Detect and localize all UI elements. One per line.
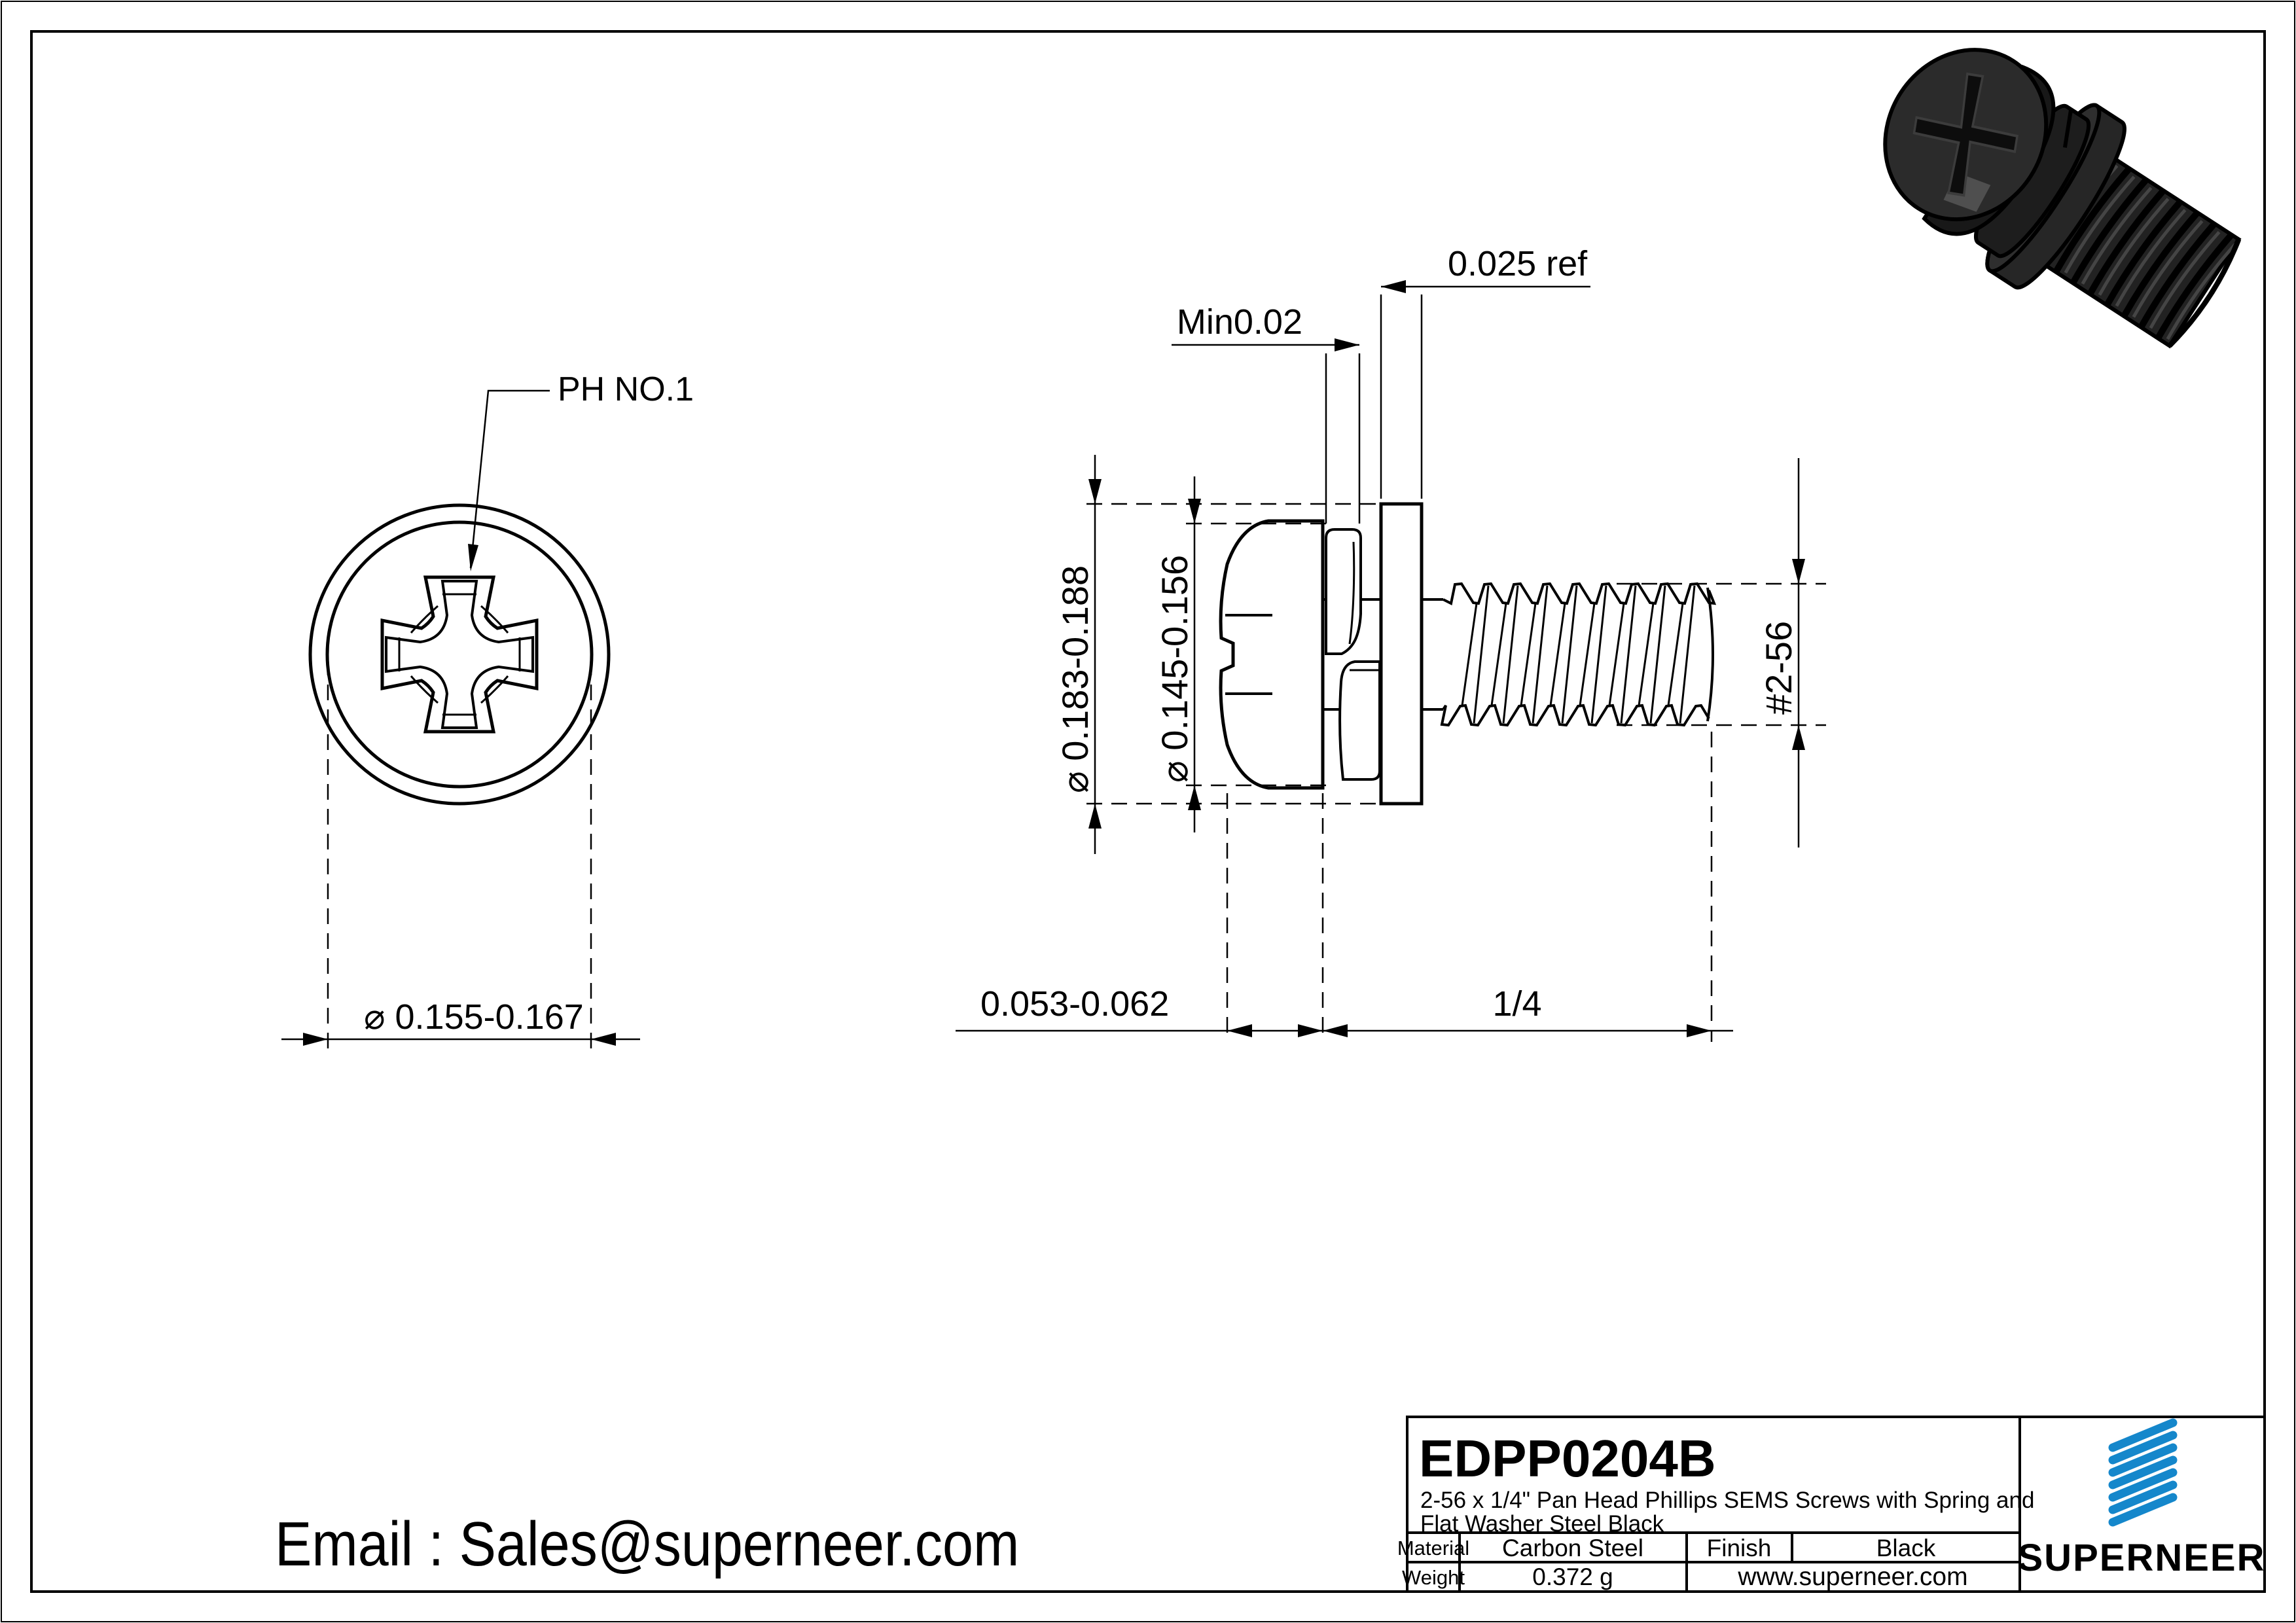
website-link[interactable]: www.superneer.com [1737, 1563, 1967, 1591]
part-description-line1: 2-56 x 1/4" Pan Head Phillips SEMS Screw… [1420, 1488, 2034, 1513]
email-text: Email : Sales@superneer.com [275, 1509, 1019, 1579]
spring-thickness-dimension: Min0.02 [1172, 302, 1361, 524]
head-od-dimension: ⌀ 0.145-0.156 [1154, 476, 1329, 832]
washer-od-dimension: ⌀ 0.183-0.188 [1054, 455, 1378, 854]
front-diameter-label: ⌀ 0.155-0.167 [364, 997, 584, 1037]
material-label: Material [1397, 1537, 1469, 1560]
weight-label: Weight [1402, 1566, 1465, 1589]
drive-leader: PH NO.1 [468, 370, 694, 571]
photo-phillips-recess [1912, 72, 2019, 197]
front-view: PH NO.1 ⌀ 0.155-0.167 [281, 370, 694, 1048]
finish-value: Black [1876, 1535, 1936, 1561]
flat-washer [1379, 502, 1424, 806]
inner-border [30, 30, 2266, 1593]
finish-label: Finish [1707, 1535, 1772, 1561]
weight-value: 0.372 g [1532, 1563, 1613, 1590]
side-view: ⌀ 0.183-0.188 ⌀ 0.145-0.156 Min0.02 0.02… [956, 244, 1826, 1042]
leader-arrowhead [468, 544, 478, 571]
head-od-label: ⌀ 0.145-0.156 [1154, 555, 1195, 783]
phillips-recess-outline [385, 580, 534, 729]
front-diameter-dimension: ⌀ 0.155-0.167 [281, 660, 640, 1048]
brand-logo-icon [2108, 1418, 2178, 1527]
washer-outer-circle [308, 503, 611, 806]
washer-thickness-dimension: 0.025 ref [1380, 244, 1590, 499]
thread-size-label: #2-56 [1758, 621, 1799, 715]
thread-length-label: 1/4 [1492, 984, 1541, 1024]
drive-label: PH NO.1 [558, 370, 694, 408]
bottom-dimensions: 0.053-0.062 1/4 [956, 732, 1733, 1042]
material-value: Carbon Steel [1502, 1535, 1643, 1561]
thread-profile [1440, 582, 1717, 727]
title-block: EDPP0204B 2-56 x 1/4" Pan Head Phillips … [1397, 1416, 2266, 1593]
phillips-recess-wings [398, 593, 521, 716]
washer-thickness-label: 0.025 ref [1448, 244, 1588, 283]
spring-thickness-label: Min0.02 [1177, 302, 1302, 342]
part-description-line2: Flat Washer Steel Black [1420, 1511, 1664, 1537]
photo-spring-split [2062, 109, 2073, 148]
head-outer-circle [325, 520, 594, 789]
brand-name: SUPERNEER [2018, 1537, 2266, 1579]
thread-size-dimension: #2-56 [1617, 458, 1826, 847]
product-photo [1883, 48, 2242, 349]
title-block-frame [1406, 1416, 2266, 1593]
spring-washer [1325, 528, 1381, 781]
washer-od-label: ⌀ 0.183-0.188 [1054, 565, 1096, 793]
phillips-cross-outline [380, 575, 539, 734]
pan-head [1219, 519, 1325, 790]
part-number: EDPP0204B [1419, 1429, 1716, 1488]
head-height-label: 0.053-0.062 [980, 984, 1169, 1024]
